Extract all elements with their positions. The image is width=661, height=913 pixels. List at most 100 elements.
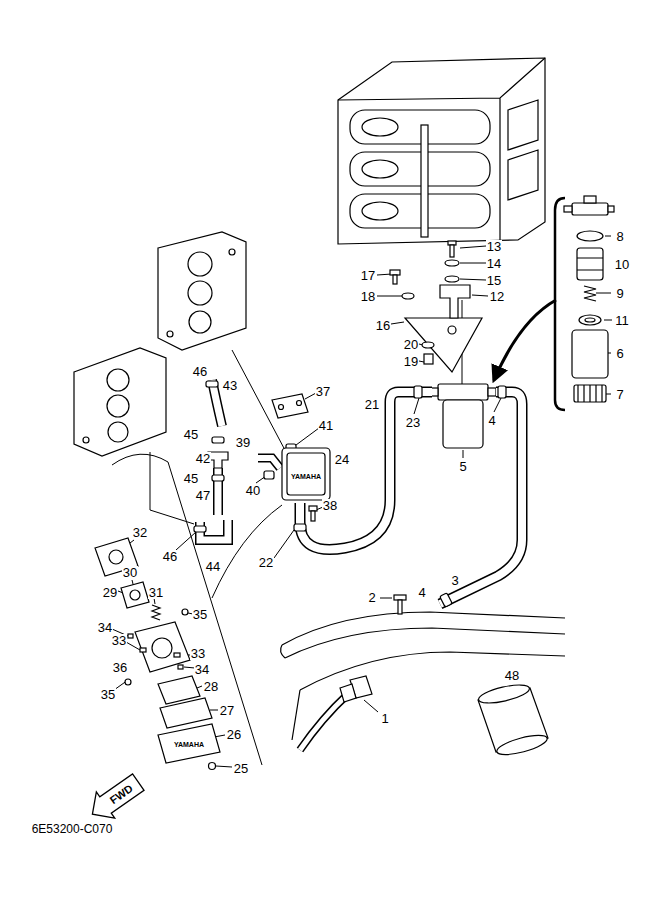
fuel-hose [300, 694, 348, 750]
filter-exploded [608, 206, 614, 212]
engine-block [421, 125, 428, 237]
leader-line [112, 236, 612, 767]
fuel-pump [282, 448, 330, 500]
brand-mark: YAMAHA [173, 741, 205, 748]
fuel-filter [448, 241, 456, 245]
callout-number: 33 [111, 634, 127, 647]
fuel-filter [448, 326, 456, 334]
filter-exploded [585, 318, 595, 322]
pump-parts [158, 676, 200, 704]
callout-number: 38 [322, 499, 338, 512]
leader-line [460, 246, 486, 248]
cylinder-head [74, 232, 246, 456]
engine-block [338, 58, 545, 242]
leader-line [605, 236, 611, 237]
fuel-filter [393, 275, 397, 284]
pump-parts [152, 605, 160, 620]
callout-number: 35 [100, 688, 116, 701]
fuel-filter [445, 276, 459, 282]
fuel-filter [390, 241, 496, 448]
callout-number: 37 [315, 385, 331, 398]
fuel-hose [200, 380, 522, 750]
fuel-pump [297, 401, 302, 406]
filter-exploded [574, 385, 606, 402]
brand-mark: YAMAHA [290, 473, 322, 480]
diagram-code: 6E53200-C070 [31, 823, 114, 835]
engine-block [362, 118, 398, 136]
callout-number: 27 [219, 704, 235, 717]
leader-line [176, 532, 196, 550]
callout-number: 40 [245, 484, 261, 497]
hose-clamp [498, 386, 506, 398]
hose-clamp [414, 386, 422, 398]
callout-number: 44 [205, 560, 221, 573]
boat-hull [394, 595, 406, 600]
filter-exploded [577, 231, 603, 241]
leader-line [154, 598, 155, 604]
callout-number: 11 [614, 314, 630, 327]
callout-number: 46 [162, 550, 178, 563]
fuel-pump [279, 405, 284, 410]
callout-number: 33 [190, 647, 206, 660]
pump-parts [174, 653, 180, 657]
engine-block [338, 58, 545, 244]
pump-parts [125, 679, 131, 685]
filter-exploded [564, 206, 572, 212]
boat-hull [340, 684, 356, 702]
callout-number: 35 [192, 608, 208, 621]
leader-line [463, 450, 464, 458]
cylinder-head [74, 348, 166, 456]
detail-arrow [494, 300, 556, 380]
callout-number: 32 [132, 526, 148, 539]
callout-number: 1 [380, 712, 389, 725]
cylinder-head [188, 252, 212, 276]
callout-number: 16 [375, 319, 391, 332]
engine-block [350, 194, 490, 228]
leader-line [210, 710, 218, 711]
callout-number: 31 [148, 586, 164, 599]
leader-line [494, 398, 501, 412]
callout-number: 45 [183, 472, 199, 485]
fuel-hose [300, 694, 348, 750]
fuel-pump [287, 453, 325, 495]
fuel-pump [311, 511, 315, 521]
hose-clamp [212, 437, 224, 443]
callout-number: 6 [615, 347, 624, 360]
leader-line [419, 361, 424, 362]
callout-number: 26 [226, 728, 242, 741]
filter-exploded [578, 385, 602, 402]
callout-number: 7 [615, 388, 624, 401]
engine-block [362, 160, 398, 178]
pump-parts [95, 538, 220, 770]
cylinder-head [158, 232, 246, 350]
hose-clamp [194, 381, 506, 607]
callout-number: 28 [203, 680, 219, 693]
leader-line [604, 320, 612, 321]
callout-number: 24 [334, 453, 350, 466]
hose-clamp [206, 381, 218, 387]
engine-block [362, 202, 398, 220]
pump-parts [209, 763, 216, 770]
callout-number: 18 [360, 290, 376, 303]
callout-number: 4 [417, 586, 426, 599]
leader-line [197, 686, 202, 688]
callout-number: 34 [97, 621, 113, 634]
fuel-hose [213, 468, 223, 515]
engine-block [350, 110, 490, 144]
leader-line [460, 279, 486, 280]
filter-exploded [579, 315, 601, 325]
hose-clamp [294, 524, 306, 531]
callout-number: 42 [195, 452, 211, 465]
engine-block [508, 100, 538, 200]
leader-line [274, 530, 294, 558]
callout-number: 36 [112, 661, 128, 674]
leader-line [126, 642, 140, 650]
leader-line [380, 598, 392, 599]
leader-line [472, 295, 488, 296]
filter-exploded [577, 258, 603, 270]
hose-clamp [264, 471, 274, 479]
pump-parts [135, 622, 190, 672]
filter-exploded [572, 203, 608, 215]
callout-number: 47 [195, 489, 211, 502]
cylinder-head [189, 311, 211, 333]
